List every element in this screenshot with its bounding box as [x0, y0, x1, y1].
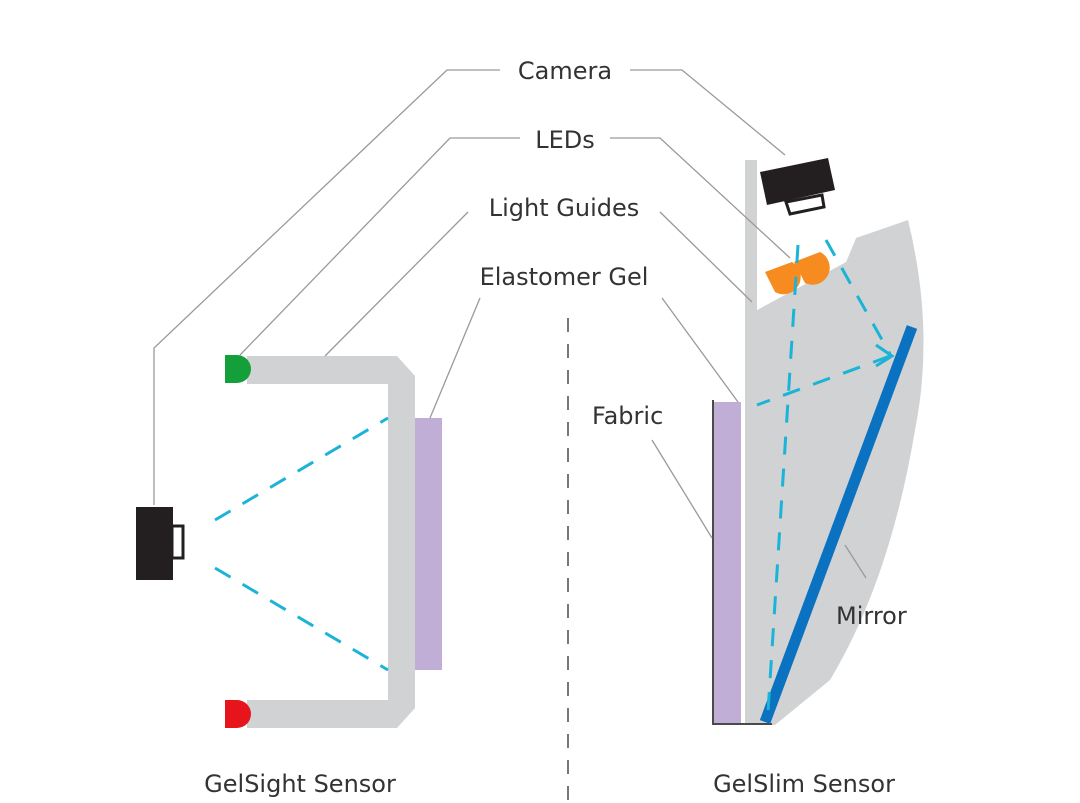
gelsight-light-ray-upper — [214, 416, 389, 522]
caption-gelslim: GelSlim Sensor — [713, 770, 895, 798]
gelslim-fabric — [713, 402, 741, 724]
gelslim-camera-icon — [760, 158, 835, 216]
leader-leds-right — [610, 137, 791, 259]
leader-mirror — [844, 544, 867, 579]
arrowhead-icon — [875, 343, 895, 368]
gelslim-ray-1 — [824, 239, 892, 355]
gelslim-leds-icon — [765, 252, 830, 295]
label-camera: Camera — [518, 57, 612, 85]
gelslim-mirror — [759, 325, 918, 724]
leader-leds-left — [239, 137, 520, 356]
label-fabric: Fabric — [592, 402, 663, 430]
label-leds: LEDs — [535, 126, 595, 154]
leader-lightguides-right — [659, 211, 753, 303]
label-elastomer-gel: Elastomer Gel — [480, 263, 649, 291]
gelsight-light-guide — [247, 356, 415, 728]
label-mirror: Mirror — [836, 602, 907, 630]
gelslim-light-guide — [745, 160, 924, 725]
leader-camera-right — [630, 69, 786, 156]
gelsight-led-red — [225, 700, 251, 728]
gelslim-ray-3 — [766, 244, 800, 713]
gelsight-elastomer-gel — [415, 418, 442, 670]
gelslim-ray-2 — [756, 354, 891, 407]
leader-gel-left — [429, 297, 481, 419]
caption-gelsight: GelSight Sensor — [204, 770, 396, 798]
gelsight-led-green — [225, 355, 251, 383]
gelsight-camera-icon — [136, 507, 185, 580]
label-light-guides: Light Guides — [489, 194, 640, 222]
leader-lightguides-left — [324, 211, 469, 357]
leader-gel-right — [661, 297, 739, 403]
leader-camera-left — [153, 69, 500, 505]
leader-fabric — [651, 439, 713, 539]
gelsight-light-ray-lower — [214, 566, 389, 672]
